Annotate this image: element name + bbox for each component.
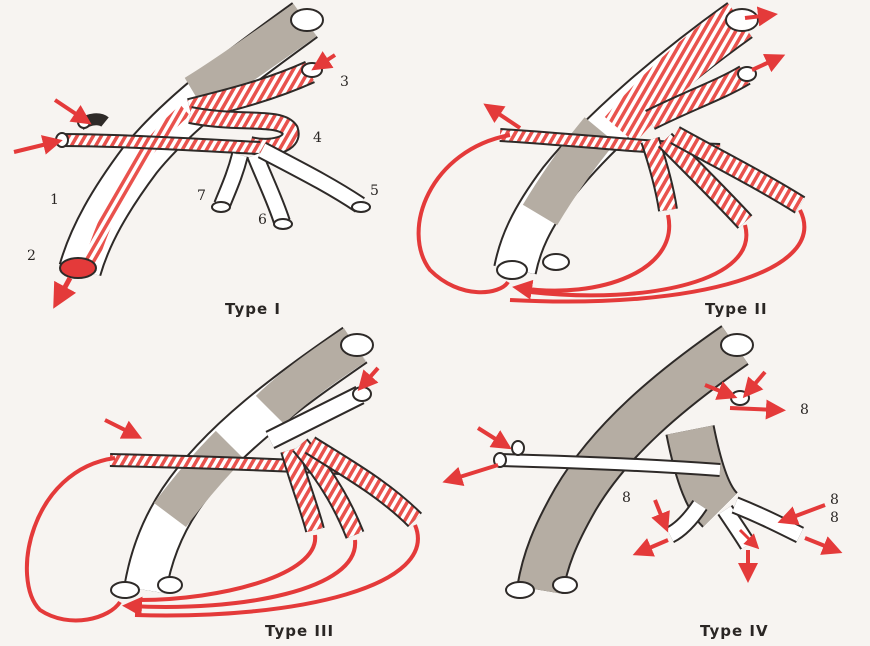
vessel-number-8-left: 8 [622, 490, 631, 506]
vessel-number-6: 6 [258, 212, 267, 228]
vessel-number-1: 1 [50, 192, 59, 208]
vessel-number-4: 4 [313, 130, 322, 146]
flow-arrow-icon [730, 408, 778, 410]
vessel-number-8-right-upper: 8 [830, 492, 839, 508]
vessel-number-7: 7 [197, 188, 206, 204]
vessel-number-2: 2 [27, 248, 36, 264]
type-4-label: Type IV [700, 622, 769, 640]
type-1-label: Type I [225, 300, 281, 318]
vessel-number-3: 3 [340, 74, 349, 90]
vessel-number-8-right-lower: 8 [830, 510, 839, 526]
vessel-number-8-top: 8 [800, 402, 809, 418]
type-3-label: Type III [265, 622, 334, 640]
type-2-label: Type II [705, 300, 768, 318]
vessel-number-5: 5 [370, 183, 379, 199]
